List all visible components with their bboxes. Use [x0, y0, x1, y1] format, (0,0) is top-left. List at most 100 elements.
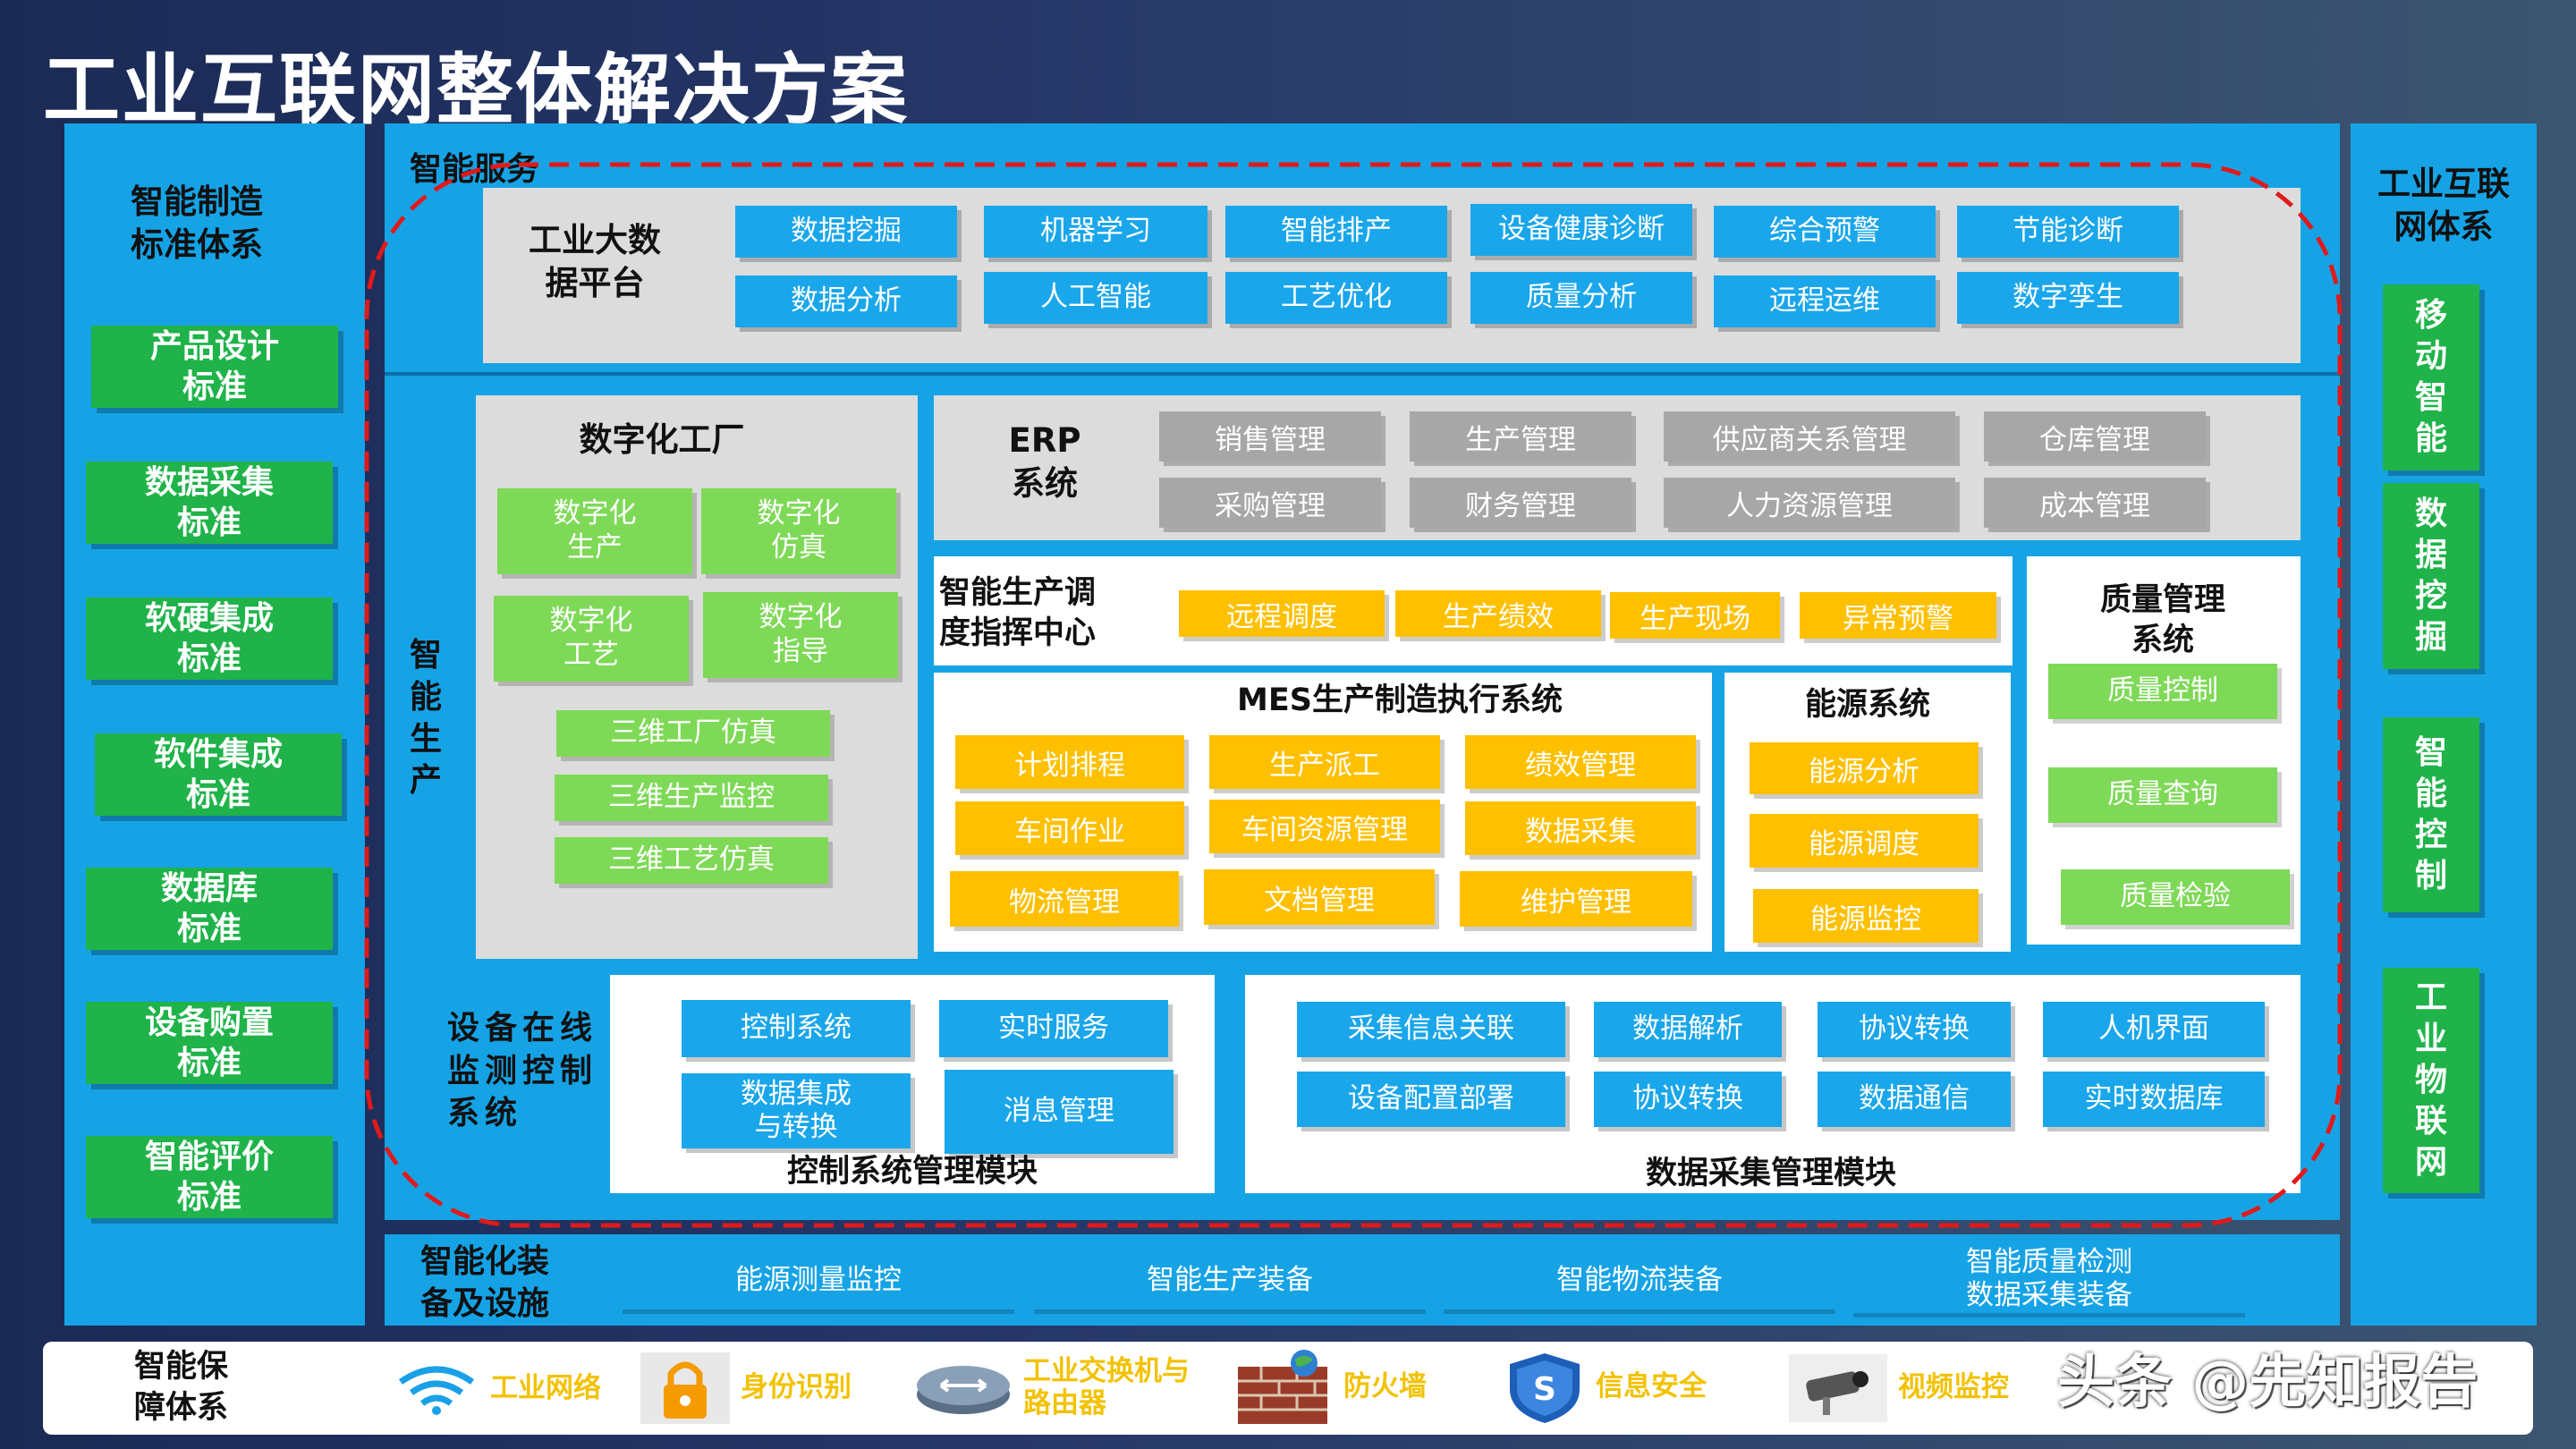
mes-planning[interactable]: 计划排程: [955, 735, 1184, 789]
erp-sales[interactable]: 销售管理: [1159, 411, 1381, 462]
quality-query[interactable]: 质量查询: [2048, 767, 2277, 823]
security-identity-label: 身份识别: [741, 1371, 852, 1404]
mes-resources[interactable]: 车间资源管理: [1209, 800, 1440, 853]
iot-block[interactable]: 工业物联网: [2383, 968, 2479, 1193]
smart-production-label: 智能生产: [409, 637, 442, 800]
security-item-switch[interactable]: 工业交换机与 路由器: [914, 1352, 1190, 1424]
security-item-video[interactable]: 视频监控: [1789, 1352, 2009, 1424]
dispatch-alert[interactable]: 异常预警: [1800, 592, 1996, 639]
page-title: 工业互联网整体解决方案: [43, 46, 909, 135]
security-item-infosec[interactable]: S 信息安全: [1504, 1349, 1707, 1426]
camera-icon: [1789, 1354, 1887, 1422]
standard-database[interactable]: 数据库 标准: [86, 868, 333, 950]
realtime-database[interactable]: 实时数据库: [2043, 1072, 2265, 1127]
erp-production[interactable]: 生产管理: [1410, 411, 1631, 462]
realtime-service[interactable]: 实时服务: [939, 1000, 1168, 1057]
erp-warehouse[interactable]: 仓库管理: [1984, 411, 2206, 462]
control-module-title: 控制系统管理模块: [786, 1154, 1038, 1191]
hmi[interactable]: 人机界面: [2043, 1002, 2265, 1057]
security-network-label: 工业网络: [490, 1372, 601, 1405]
digital-production[interactable]: 数字化 生产: [497, 488, 692, 574]
energy-analysis[interactable]: 能源分析: [1750, 742, 1979, 794]
data-parsing[interactable]: 数据解析: [1594, 1002, 1782, 1057]
svg-text:S: S: [1533, 1371, 1556, 1408]
watermark: 头条 @先知报告: [2057, 1350, 2479, 1416]
service-machine-learning[interactable]: 机器学习: [984, 206, 1208, 258]
service-data-analysis[interactable]: 数据分析: [735, 275, 957, 327]
standards-panel: [64, 123, 365, 1326]
mes-dispatch[interactable]: 生产派工: [1209, 735, 1440, 789]
service-smart-scheduling[interactable]: 智能排产: [1225, 206, 1447, 258]
data-module-title: 数据采集管理模块: [1645, 1156, 1896, 1192]
service-energy-diagnosis[interactable]: 节能诊断: [1957, 206, 2179, 258]
service-quality-analysis[interactable]: 质量分析: [1470, 272, 1692, 324]
dispatch-performance[interactable]: 生产绩效: [1395, 590, 1601, 637]
facility-energy-metering[interactable]: 能源测量监控: [623, 1252, 1014, 1309]
standard-data-collection[interactable]: 数据采集 标准: [86, 462, 333, 544]
erp-purchase[interactable]: 采购管理: [1159, 478, 1381, 528]
sim-3d-factory[interactable]: 三维工厂仿真: [556, 710, 830, 757]
smart-control-block[interactable]: 智能控制: [2383, 717, 2479, 912]
standard-hw-sw-integration[interactable]: 软硬集成 标准: [86, 597, 333, 680]
mes-title: MES生产制造执行系统: [1237, 682, 1563, 719]
quality-control[interactable]: 质量控制: [2048, 664, 2277, 719]
sim-3d-production-monitor[interactable]: 三维生产监控: [555, 775, 828, 821]
digital-guidance[interactable]: 数字化 指导: [703, 592, 898, 678]
security-item-identity[interactable]: 身份识别: [640, 1352, 852, 1424]
service-ai[interactable]: 人工智能: [984, 272, 1208, 324]
service-remote-maintenance[interactable]: 远程运维: [1714, 275, 1936, 327]
data-integration[interactable]: 数据集成 与转换: [682, 1073, 911, 1148]
protocol-conversion-1[interactable]: 协议转换: [1818, 1002, 2011, 1057]
security-item-firewall[interactable]: 防火墙: [1234, 1347, 1427, 1428]
standard-equipment-purchase[interactable]: 设备购置 标准: [86, 1002, 333, 1084]
mes-maintenance[interactable]: 维护管理: [1460, 871, 1692, 927]
service-data-mining[interactable]: 数据挖掘: [735, 206, 957, 258]
energy-monitor[interactable]: 能源监控: [1753, 889, 1979, 943]
message-management[interactable]: 消息管理: [945, 1070, 1174, 1154]
quality-inspection[interactable]: 质量检验: [2061, 869, 2290, 925]
mobile-intelligence-block[interactable]: 移动智能: [2383, 284, 2479, 470]
erp-cost[interactable]: 成本管理: [1984, 478, 2206, 528]
facility-quality-inspection[interactable]: 智能质量检测 数据采集装备: [1853, 1245, 2245, 1313]
standard-smart-evaluation[interactable]: 智能评价 标准: [86, 1136, 333, 1218]
facility-production-equipment[interactable]: 智能生产装备: [1034, 1252, 1426, 1309]
service-process-optimization[interactable]: 工艺优化: [1225, 272, 1447, 324]
protocol-conversion-2[interactable]: 协议转换: [1594, 1072, 1782, 1127]
mes-logistics[interactable]: 物流管理: [950, 871, 1179, 927]
facility-logistics-equipment[interactable]: 智能物流装备: [1444, 1252, 1835, 1309]
collect-info-association[interactable]: 采集信息关联: [1297, 1002, 1565, 1057]
security-firewall-label: 防火墙: [1343, 1370, 1427, 1403]
security-infosec-label: 信息安全: [1596, 1370, 1707, 1403]
service-comprehensive-warning[interactable]: 综合预警: [1714, 206, 1936, 258]
standard-software-integration[interactable]: 软件集成 标准: [95, 733, 342, 816]
erp-finance[interactable]: 财务管理: [1410, 478, 1631, 528]
data-mining-label: 数据挖掘: [2414, 495, 2447, 657]
data-mining-block[interactable]: 数据挖掘: [2383, 483, 2479, 669]
sim-3d-process[interactable]: 三维工艺仿真: [555, 837, 828, 884]
mes-data-collection[interactable]: 数据采集: [1465, 801, 1696, 855]
energy-title: 能源系统: [1804, 687, 1930, 724]
mes-performance[interactable]: 绩效管理: [1465, 735, 1696, 789]
dispatch-remote[interactable]: 远程调度: [1179, 590, 1385, 637]
energy-dispatch[interactable]: 能源调度: [1750, 814, 1979, 868]
standards-title: 智能制造 标准体系: [131, 182, 263, 264]
digital-simulation[interactable]: 数字化 仿真: [701, 488, 896, 574]
mes-documents[interactable]: 文档管理: [1204, 869, 1435, 925]
service-digital-twin[interactable]: 数字孪生: [1957, 272, 2179, 324]
digital-process[interactable]: 数字化 工艺: [494, 596, 689, 682]
monitoring-label: 设备在线 监测控制 系统: [447, 1010, 598, 1132]
mes-workshop[interactable]: 车间作业: [955, 801, 1184, 855]
device-config-deploy[interactable]: 设备配置部署: [1297, 1072, 1565, 1127]
security-label: 智能保 障体系: [134, 1349, 229, 1426]
firewall-icon: [1238, 1350, 1327, 1424]
erp-supplier[interactable]: 供应商关系管理: [1664, 411, 1955, 462]
erp-hr[interactable]: 人力资源管理: [1664, 478, 1955, 528]
security-item-network[interactable]: 工业网络: [394, 1358, 601, 1420]
digital-factory-title: 数字化工厂: [579, 419, 745, 459]
dispatch-site[interactable]: 生产现场: [1610, 592, 1780, 639]
control-system[interactable]: 控制系统: [682, 1000, 911, 1057]
data-communication[interactable]: 数据通信: [1818, 1072, 2011, 1127]
standard-product-design[interactable]: 产品设计 标准: [91, 326, 338, 408]
service-equipment-health[interactable]: 设备健康诊断: [1470, 204, 1692, 256]
